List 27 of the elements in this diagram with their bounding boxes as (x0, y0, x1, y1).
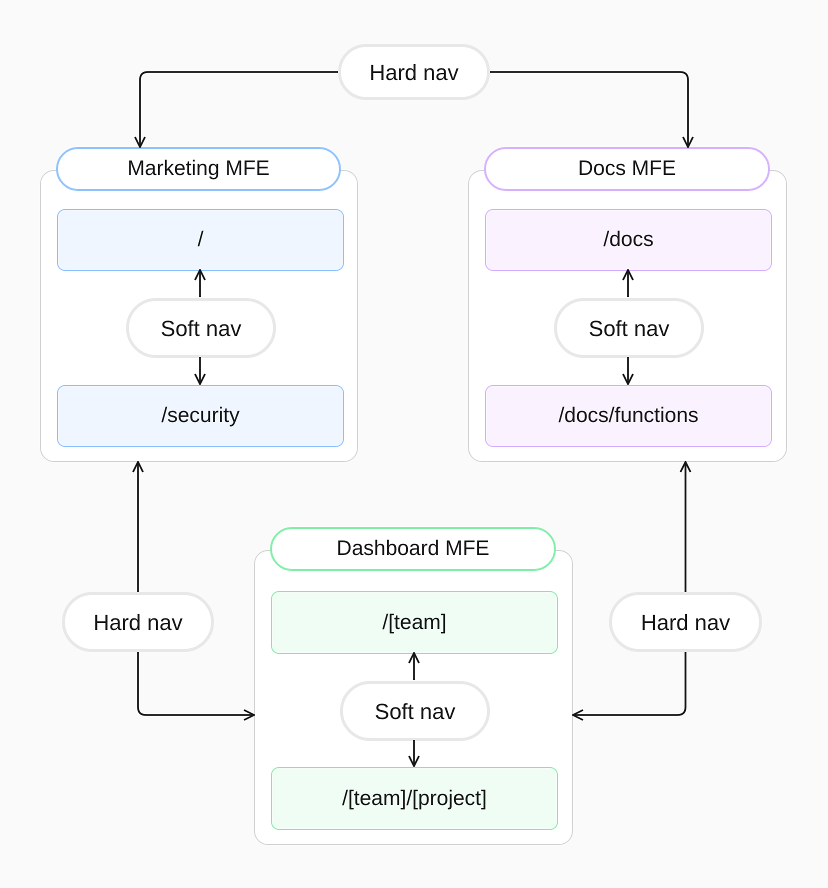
arrow (622, 269, 634, 297)
arrow (572, 652, 686, 721)
arrow (408, 652, 420, 680)
arrow (622, 357, 634, 385)
arrow (408, 740, 420, 767)
nav-pill: Soft nav (340, 681, 490, 741)
nav-pill: Hard nav (338, 44, 490, 100)
arrow (137, 652, 255, 721)
arrow (194, 269, 206, 297)
arrow (194, 357, 206, 385)
arrow (680, 461, 692, 592)
route-box: /docs/functions (485, 385, 772, 447)
nav-pill: Soft nav (126, 298, 276, 358)
group-heading: Marketing MFE (56, 147, 341, 191)
route-box: /[team]/[project] (271, 767, 558, 830)
arrow (490, 71, 694, 148)
group-heading: Docs MFE (484, 147, 770, 191)
nav-pill: Hard nav (609, 592, 762, 652)
route-box: / (57, 209, 344, 271)
arrow (134, 71, 338, 148)
route-box: /[team] (271, 591, 558, 654)
group-heading: Dashboard MFE (270, 527, 556, 571)
route-box: /security (57, 385, 344, 447)
nav-pill: Hard nav (62, 592, 214, 652)
route-box: /docs (485, 209, 772, 271)
nav-pill: Soft nav (554, 298, 704, 358)
arrow (132, 461, 144, 592)
